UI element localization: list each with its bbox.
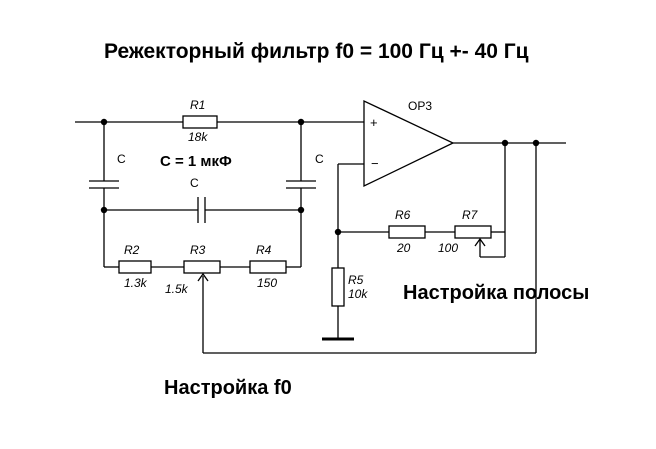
c-left-label: C	[117, 152, 126, 166]
wires	[75, 121, 566, 354]
r2-value: 1.3k	[124, 276, 148, 290]
capacitor-c-middle: C	[190, 176, 206, 223]
r6-value: 20	[396, 241, 411, 255]
r4-name: R4	[256, 243, 272, 257]
diagram-title: Режекторный фильтр f0 = 100 Гц +- 40 Гц	[104, 40, 529, 63]
r5-value: 10k	[348, 287, 368, 301]
resistor-r2: R2 1.3k	[118, 243, 152, 290]
resistor-r6: R6 20	[388, 208, 426, 255]
junction-dots	[100, 118, 540, 236]
r6-name: R6	[395, 208, 411, 222]
resistor-r1: R1 18k	[182, 98, 218, 144]
r4-value: 150	[257, 276, 277, 290]
bandwidth-tuning-note: Настройка полосы	[403, 282, 589, 304]
c-right-label: C	[315, 152, 324, 166]
resistor-r4: R4 150	[249, 243, 287, 290]
r1-value: 18k	[188, 130, 208, 144]
r7-value: 100	[438, 241, 458, 255]
opamp-plus-sign: +	[370, 115, 378, 130]
capacitor-c-right: C	[286, 152, 324, 189]
capacitance-note: C = 1 мкФ	[160, 153, 232, 170]
r7-name: R7	[462, 208, 479, 222]
opamp-op3: + − OP3	[363, 99, 455, 188]
r1-name: R1	[190, 98, 205, 112]
r3-name: R3	[190, 243, 206, 257]
potentiometer-r7: R7 100	[438, 208, 492, 255]
c-middle-label: C	[190, 176, 199, 190]
opamp-minus-sign: −	[371, 156, 379, 171]
f0-tuning-note: Настройка f0	[164, 377, 292, 399]
opamp-name: OP3	[408, 99, 432, 113]
r5-name: R5	[348, 273, 364, 287]
capacitor-c-left: C	[89, 152, 126, 189]
potentiometer-r3: R3 1.5k	[165, 243, 221, 296]
r3-value: 1.5k	[165, 282, 189, 296]
resistor-r5: R5 10k	[331, 267, 368, 307]
r2-name: R2	[124, 243, 140, 257]
